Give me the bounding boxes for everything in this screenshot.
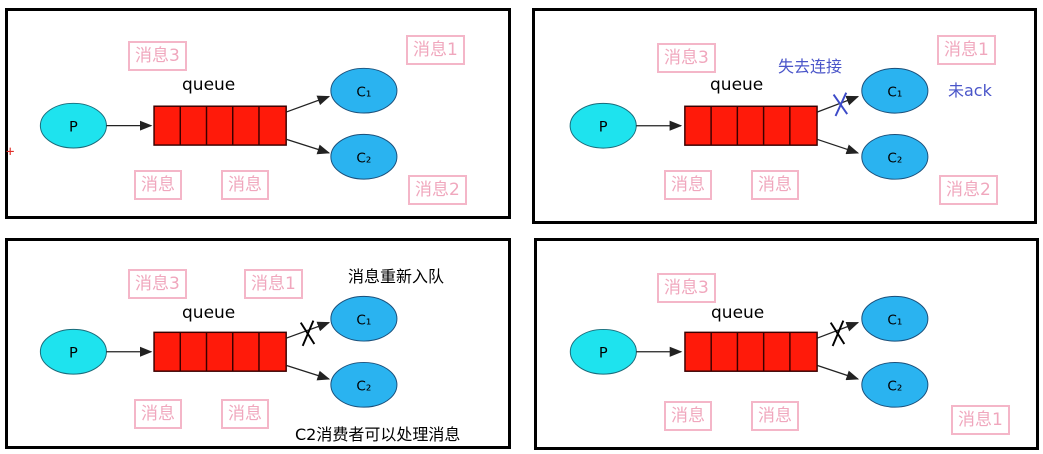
requeue-note: 消息重新入队 xyxy=(348,267,445,286)
cursor-crosshair-mark: + xyxy=(6,144,15,160)
queue-label: queue xyxy=(711,303,765,323)
queue-label: queue xyxy=(182,303,236,323)
queue-to-c2-arrow xyxy=(285,364,331,381)
panel-4-diagram: P C₁ C₂ xyxy=(569,295,929,408)
message-tag-bottom-left-1: 消息 xyxy=(664,170,712,200)
message-tag-top-left: 消息3 xyxy=(657,273,716,303)
message-tag-bottom-left-1: 消息 xyxy=(664,401,712,431)
queue xyxy=(684,105,818,146)
message-tag-bottom-left-2: 消息 xyxy=(221,399,269,429)
consumer1-label: C₁ xyxy=(356,84,371,100)
queue-to-c2-arrow xyxy=(816,364,860,381)
queue-to-c2-arrow xyxy=(816,138,860,155)
consumer1-node xyxy=(330,295,398,342)
message-tag-bottom-right: 消息2 xyxy=(408,175,467,205)
disconnect-x-mark xyxy=(832,92,849,117)
consumer2-label: C₂ xyxy=(887,379,902,395)
panel-2: P C₁ C₂ queue 消息3 消息1 消息 消息 消息2 失去连接 未ac… xyxy=(532,8,1037,224)
panel-4: P C₁ C₂ queue 消息3 消息 消息 消息1 xyxy=(534,238,1039,450)
panel-2-diagram: P C₁ C₂ xyxy=(569,67,929,180)
consumer1-label: C₁ xyxy=(356,313,371,329)
queue xyxy=(153,331,287,372)
panel-1: P C₁ C₂ queue 消息3 消息1 消息 消息 消息2 xyxy=(5,8,511,219)
producer-label: P xyxy=(69,345,78,362)
message-tag-bottom-left-1: 消息 xyxy=(134,170,182,200)
unacked-note: 未ack xyxy=(948,81,992,100)
message-tag-bottom-left-2: 消息 xyxy=(751,401,799,431)
message-tag-bottom-left-1: 消息 xyxy=(134,399,182,429)
producer-label: P xyxy=(69,118,78,135)
consumer2-label: C₂ xyxy=(887,151,902,167)
disconnect-x-mark xyxy=(299,320,316,347)
consumer1-label: C₁ xyxy=(887,85,902,101)
panel-3: P C₁ C₂ queue 消息3 消息1 消息 消息 消息重新入队 C2消费者… xyxy=(5,238,511,449)
message-tag-top-right: 消息1 xyxy=(406,35,465,65)
consumer2-node xyxy=(861,361,929,408)
queue-to-c1-arrow xyxy=(285,95,331,113)
message-tag-top-mid: 消息1 xyxy=(244,269,303,299)
message-tag-top-left: 消息3 xyxy=(657,43,716,73)
consumer1-node xyxy=(861,67,929,114)
disconnect-x-mark xyxy=(829,320,846,347)
message-tag-top-left: 消息3 xyxy=(128,269,187,299)
consumer2-label: C₂ xyxy=(356,379,371,395)
queue-to-c2-arrow xyxy=(285,138,331,155)
queue-to-c1-arrow xyxy=(285,321,331,339)
message-tag-bottom-left-2: 消息 xyxy=(751,170,799,200)
consumer1-node xyxy=(861,295,929,342)
producer-label: P xyxy=(599,119,608,136)
producer-node xyxy=(569,328,637,375)
c2-can-process-note: C2消费者可以处理消息 xyxy=(295,425,461,444)
connection-lost-note: 失去连接 xyxy=(778,57,843,76)
queue-to-c1-arrow xyxy=(816,321,860,339)
message-tag-top-left: 消息3 xyxy=(128,41,187,71)
panel-1-diagram: P C₁ C₂ xyxy=(39,67,398,180)
producer-label: P xyxy=(599,345,608,362)
consumer2-label: C₂ xyxy=(356,151,371,167)
queue-to-c1-arrow xyxy=(816,95,860,113)
consumer2-node xyxy=(330,361,398,408)
message-tag-bottom-right: 消息2 xyxy=(939,175,998,205)
message-tag-bottom-right: 消息1 xyxy=(951,405,1010,435)
consumer1-node xyxy=(330,67,398,114)
consumer2-node xyxy=(861,133,929,180)
panel-3-diagram: P C₁ C₂ xyxy=(39,295,398,408)
message-tag-top-right: 消息1 xyxy=(937,35,996,65)
producer-node xyxy=(569,102,637,149)
message-tag-bottom-left-2: 消息 xyxy=(221,170,269,200)
queue-label: queue xyxy=(182,75,236,95)
queue xyxy=(153,105,287,146)
queue-label: queue xyxy=(710,75,764,95)
consumer2-node xyxy=(330,133,398,180)
queue xyxy=(684,331,818,372)
consumer1-label: C₁ xyxy=(887,313,902,329)
